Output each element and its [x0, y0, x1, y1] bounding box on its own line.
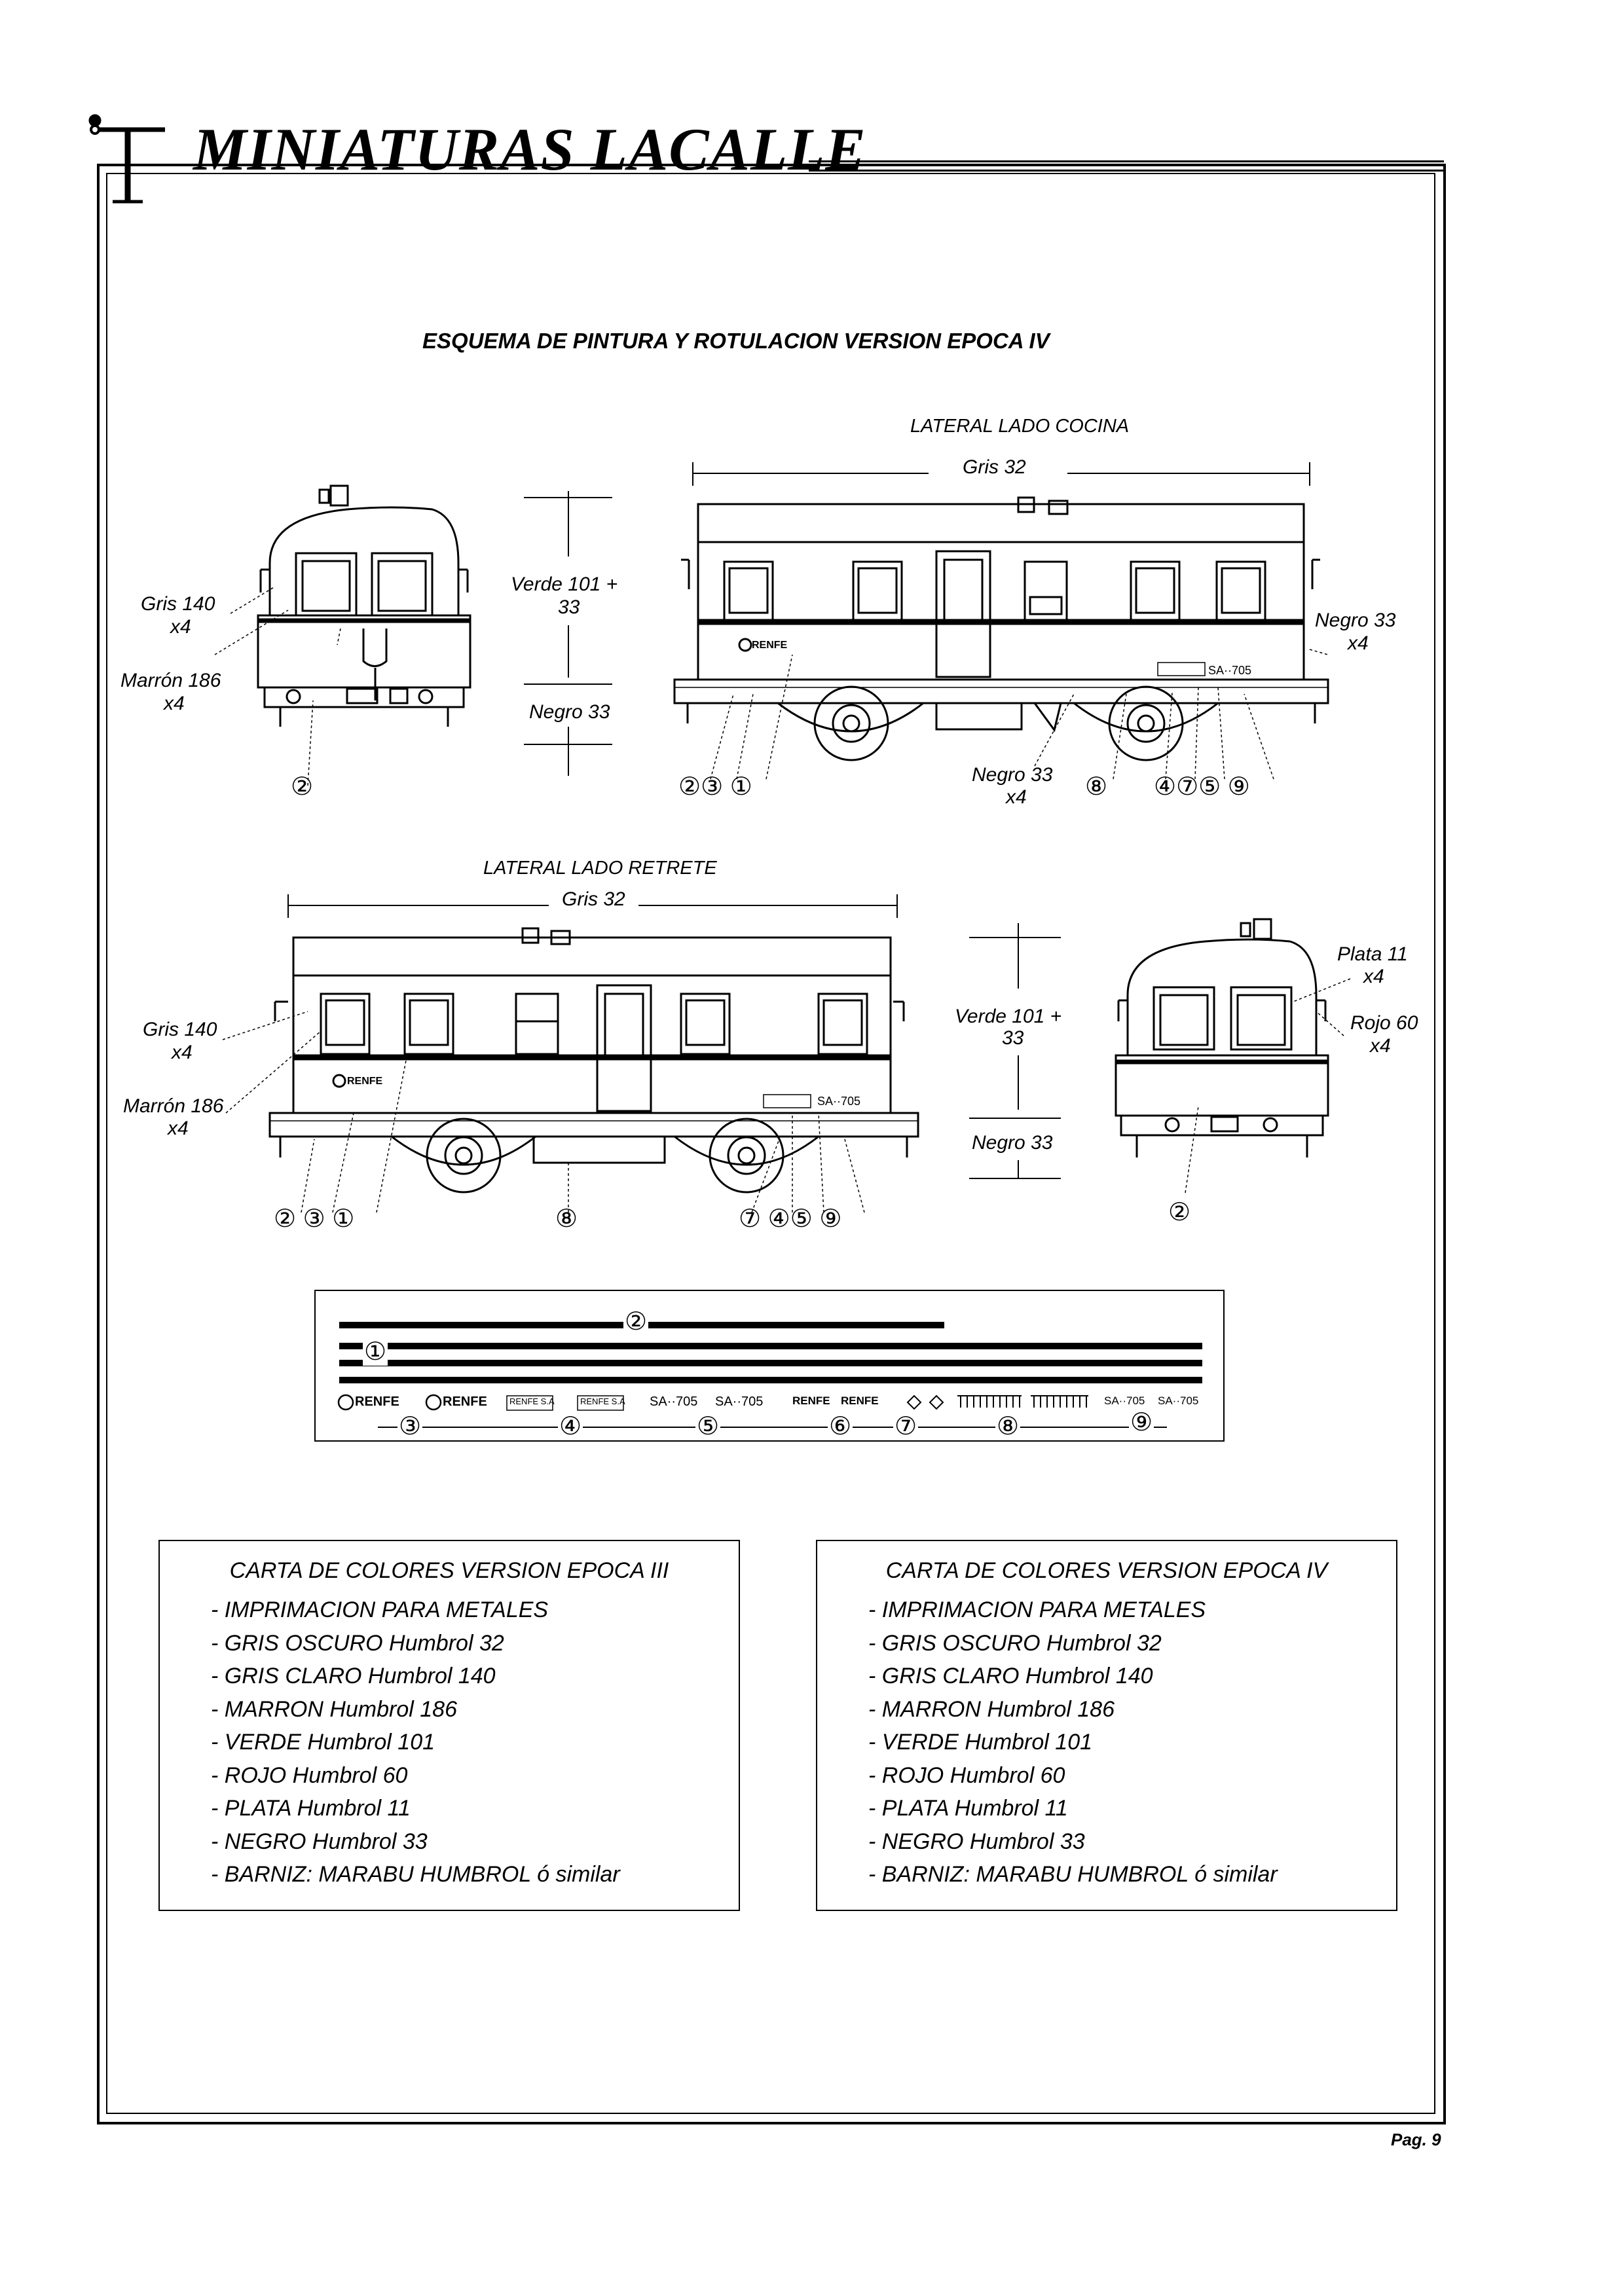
color-chart-item: - BARNIZ: MARABU HUMBROL ó similar: [868, 1862, 1278, 1887]
label-negro-top: Negro 33: [529, 701, 610, 723]
label-x4-front-a: x4: [170, 616, 191, 638]
color-chart-item: - GRIS CLARO Humbrol 140: [868, 1664, 1153, 1688]
decal-number-3: ③: [397, 1413, 423, 1440]
decal-number-9: ⑨: [1129, 1409, 1154, 1436]
label-x4-retrete-b: x4: [168, 1118, 189, 1139]
label-negro-bottom: Negro 33: [972, 1132, 1053, 1154]
view-title-cocina: LATERAL LADO COCINA: [910, 416, 1130, 437]
label-negro-33-under: Negro 33: [972, 764, 1053, 786]
color-chart-item: - MARRON Humbrol 186: [868, 1696, 1115, 1722]
label-x4-under: x4: [1006, 786, 1027, 808]
color-chart-item: - IMPRIMACION PARA METALES: [868, 1597, 1206, 1622]
callout-cocina-right: ④⑦⑤ ⑨: [1154, 773, 1250, 801]
color-chart-item: - MARRON Humbrol 186: [211, 1696, 457, 1722]
decal-renfe-sa-1: RENFE S.A: [509, 1396, 555, 1406]
page-number: Pag. 9: [1391, 2130, 1441, 2149]
page-heading: ESQUEMA DE PINTURA Y ROTULACION VERSION …: [422, 329, 1050, 353]
label-x4-right: x4: [1348, 632, 1369, 654]
color-chart-item: - PLATA Humbrol 11: [211, 1796, 411, 1821]
label-verde-bottom-line2: 33: [1002, 1027, 1024, 1049]
decal-number-6: ⑥: [828, 1413, 853, 1440]
lacalle-logo-icon: [88, 114, 165, 204]
decal-number-8: ⑧: [995, 1413, 1021, 1440]
decal-sa705-3: SA··705: [1104, 1394, 1145, 1407]
page-frame-inner: [106, 173, 1435, 2114]
header-rule-top: [809, 160, 1444, 162]
overall-label-retrete: Gris 32: [562, 888, 625, 910]
label-x4-rojo: x4: [1370, 1035, 1391, 1057]
label-gris-140-front: Gris 140: [141, 593, 215, 615]
label-x4-plata: x4: [1363, 966, 1384, 987]
callout-retrete-right: ⑦ ④⑤ ⑨: [739, 1205, 842, 1233]
color-chart-item: - NEGRO Humbrol 33: [868, 1829, 1085, 1854]
color-chart-item: - ROJO Humbrol 60: [211, 1762, 408, 1788]
decal-number-4: ④: [558, 1413, 583, 1440]
decal-stripes: [337, 1322, 1202, 1428]
callout-cocina-mid: ⑧: [1085, 773, 1108, 801]
callout-retrete-mid: ⑧: [555, 1205, 578, 1233]
front-view-toilet-end: [1115, 918, 1351, 1194]
page-frame: [97, 164, 1446, 2124]
decal-marker-2: ②: [623, 1308, 649, 1336]
label-plata-11: Plata 11: [1337, 943, 1408, 965]
color-chart-item: - VERDE Humbrol 101: [211, 1730, 435, 1755]
color-chart-item: - ROJO Humbrol 60: [868, 1762, 1065, 1788]
overall-label-cocina: Gris 32: [963, 456, 1026, 478]
color-chart-item: - GRIS CLARO Humbrol 140: [211, 1664, 496, 1688]
label-marron-186-retrete: Marrón 186: [123, 1095, 224, 1117]
color-chart-title: CARTA DE COLORES VERSION EPOCA III: [229, 1558, 669, 1583]
color-chart-list: - IMPRIMACION PARA METALES - GRIS OSCURO…: [868, 1594, 1278, 1891]
color-chart-item: - BARNIZ: MARABU HUMBROL ó similar: [211, 1862, 620, 1887]
decal-renfe-text-2: RENFE: [841, 1394, 879, 1407]
decal-renfe-logo-1: RENFE: [355, 1394, 399, 1409]
color-chart-item: - GRIS OSCURO Humbrol 32: [211, 1630, 504, 1656]
label-verde-bottom-line1: Verde 101 +: [955, 1006, 1062, 1027]
label-verde-top-line1: Verde 101 +: [511, 574, 618, 595]
callout-retrete-left: ② ③ ①: [274, 1205, 355, 1233]
label-x4-retrete-a: x4: [172, 1042, 193, 1063]
side-view-cocina: SA··705 RENFE: [673, 462, 1329, 780]
svg-text:RENFE: RENFE: [347, 1076, 383, 1087]
color-chart-list: - IMPRIMACION PARA METALES - GRIS OSCURO…: [211, 1594, 620, 1891]
callout-front-bottom: ②: [1168, 1199, 1191, 1226]
side-view-retrete: SA··705 RENFE: [222, 894, 919, 1213]
color-chart-item: - IMPRIMACION PARA METALES: [211, 1597, 549, 1622]
color-chart-item: - NEGRO Humbrol 33: [211, 1829, 428, 1854]
brand-title: MINIATURAS LACALLE: [193, 116, 866, 183]
decal-number-7: ⑦: [893, 1413, 919, 1440]
decal-sa705-1: SA··705: [650, 1394, 698, 1409]
header-rule-bottom: [809, 170, 1444, 172]
decal-sa705-2: SA··705: [715, 1394, 764, 1409]
decal-renfe-text-1: RENFE: [792, 1394, 830, 1407]
label-rojo-60: Rojo 60: [1350, 1012, 1418, 1034]
decal-number-5: ⑤: [695, 1413, 721, 1440]
front-view-kitchen-end: [214, 484, 471, 786]
label-gris-140-retrete: Gris 140: [143, 1019, 217, 1040]
color-chart-title: CARTA DE COLORES VERSION EPOCA IV: [885, 1558, 1328, 1583]
svg-text:SA··705: SA··705: [817, 1095, 860, 1108]
label-negro-33-right: Negro 33: [1315, 610, 1396, 631]
label-verde-top-line2: 33: [558, 596, 580, 618]
label-marron-186-front: Marrón 186: [120, 670, 221, 691]
decal-marker-1: ①: [363, 1338, 388, 1366]
svg-text:RENFE: RENFE: [752, 640, 788, 651]
decal-renfe-sa-2: RENFE S.A: [580, 1396, 625, 1406]
dimension-band-top: [524, 491, 612, 776]
label-x4-front-b: x4: [164, 693, 185, 714]
svg-text:SA··705: SA··705: [1208, 664, 1251, 677]
callout-front-top: ②: [291, 773, 314, 801]
decal-sa705-4: SA··705: [1158, 1394, 1199, 1407]
decal-renfe-logo-2: RENFE: [443, 1394, 487, 1409]
decal-sheet: ② ① RENFE RENFE RENFE S.A RENFE S.A SA··…: [314, 1290, 1225, 1442]
color-chart-item: - PLATA Humbrol 11: [868, 1796, 1068, 1821]
callout-cocina-left: ②③ ①: [678, 773, 752, 801]
view-title-retrete: LATERAL LADO RETRETE: [483, 858, 717, 879]
color-chart-item: - VERDE Humbrol 101: [868, 1730, 1093, 1755]
dimension-band-bottom: [969, 923, 1061, 1179]
color-chart-epoca-iii: CARTA DE COLORES VERSION EPOCA III - IMP…: [158, 1540, 740, 1911]
color-chart-epoca-iv: CARTA DE COLORES VERSION EPOCA IV - IMPR…: [816, 1540, 1397, 1911]
color-chart-item: - GRIS OSCURO Humbrol 32: [868, 1630, 1162, 1656]
